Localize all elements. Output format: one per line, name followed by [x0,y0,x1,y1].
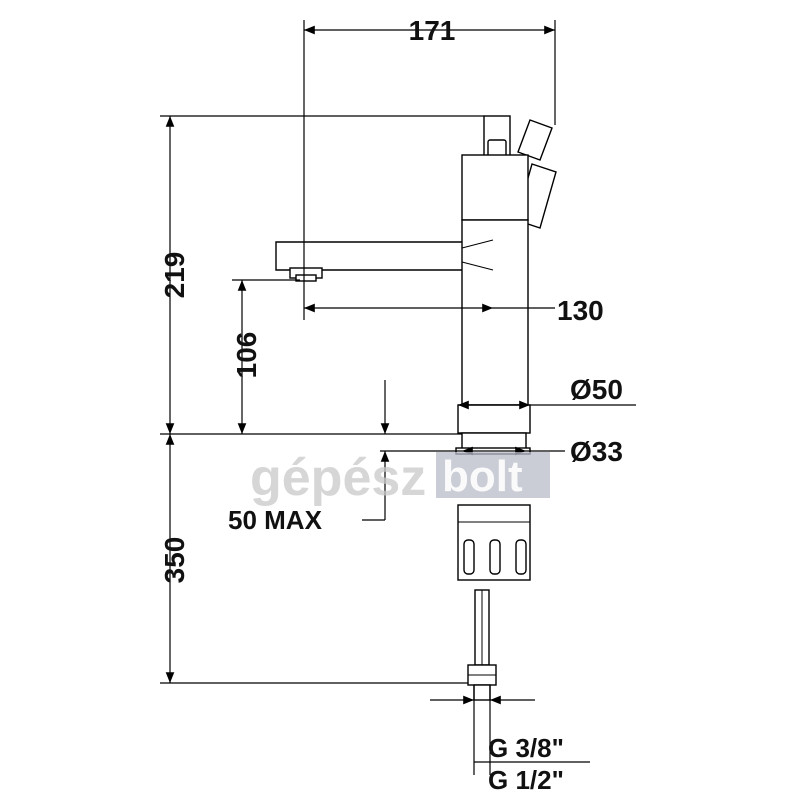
label-thread-outlet: G 1/2" [488,765,564,795]
label-hose-length: 350 [159,537,190,584]
dimension-lines [160,20,636,775]
cartridge-head [461,154,529,221]
label-shank-diameter: Ø33 [570,436,623,467]
faucet-outline [275,115,557,701]
label-max-deck-thickness: 50 MAX [228,505,323,535]
label-overall-width: 171 [409,15,456,46]
label-body-diameter: Ø50 [570,374,623,405]
watermark-text-bolt: bolt [442,452,523,501]
watermark: gépész bolt [250,449,550,507]
lever-arm [517,119,553,161]
body-column [461,219,529,406]
label-total-height: 219 [159,252,190,299]
dimension-labels: 171 219 106 130 Ø50 Ø33 50 MAX 350 G 3/8… [159,15,623,795]
spout [275,241,494,271]
watermark-box [436,452,550,498]
watermark-text-gepesz: gépész [250,449,426,507]
label-thread-inlet: G 3/8" [488,733,564,763]
label-spout-reach: 130 [557,295,604,326]
base-flange [457,404,531,434]
label-spout-height: 106 [231,332,262,379]
